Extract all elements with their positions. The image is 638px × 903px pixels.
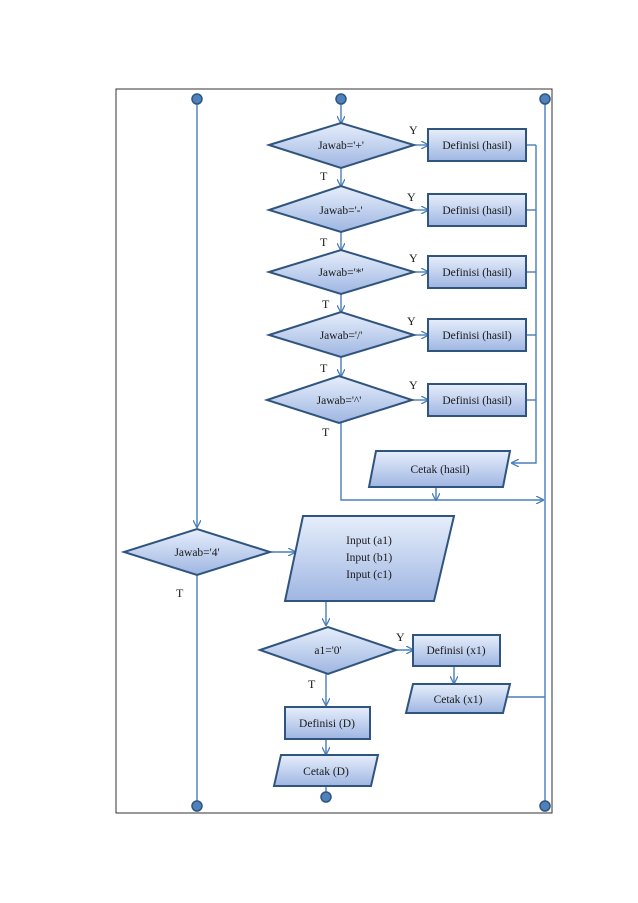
label-no-a1: T [308,677,316,691]
io-cetak-x1-label: Cetak (x1) [434,694,483,706]
label-yes-5: Y [409,378,418,392]
diagram-frame [115,88,553,814]
label-yes-4: Y [407,314,416,328]
node-center-bottom [320,791,332,803]
process-definisi-x1: Definisi (x1) [412,634,501,667]
decision-jawab-four: Jawab='4' [120,527,274,577]
node-right-top [539,93,551,105]
label-no-4: T [320,361,328,375]
decision-jawab-minus-label: Jawab='-' [319,205,362,217]
decision-jawab-divide: Jawab='/' [265,310,418,359]
decision-jawab-multiply: Jawab='*' [265,248,418,296]
process-definisi-d-label: Definisi (D) [299,718,355,730]
connector-collector [512,145,537,463]
decision-jawab-four-label: Jawab='4' [174,547,219,559]
decision-jawab-power: Jawab='^' [263,374,416,425]
node-left-top [191,93,203,105]
label-yes-3: Y [409,251,418,265]
connector-t-last [340,423,543,500]
label-yes-1: Y [409,123,418,137]
label-yes-a1: Y [396,630,405,644]
node-left-bottom [191,800,203,812]
node-right-bottom [539,800,551,812]
process-definisi-hasil-3-label: Definisi (hasil) [442,267,511,279]
process-definisi-hasil-2-label: Definisi (hasil) [442,205,511,217]
process-definisi-hasil-1-label: Definisi (hasil) [442,140,511,152]
process-definisi-d: Definisi (D) [284,706,371,740]
process-definisi-hasil-4: Definisi (hasil) [427,318,527,352]
io-cetak-hasil: Cetak (hasil) [367,450,512,488]
decision-jawab-multiply-label: Jawab='*' [318,267,363,279]
node-center-top [335,93,347,105]
io-cetak-x1: Cetak (x1) [404,683,512,714]
process-definisi-hasil-3: Definisi (hasil) [427,255,527,289]
decision-a1-zero: a1='0' [256,625,400,676]
decision-a1-zero-label: a1='0' [314,645,341,657]
io-input-b1: Input (b1) [346,552,392,564]
process-definisi-hasil-1: Definisi (hasil) [427,128,527,162]
decision-jawab-divide-label: Jawab='/' [320,330,363,342]
process-definisi-x1-label: Definisi (x1) [426,645,485,657]
io-cetak-d-label: Cetak (D) [303,766,349,778]
io-cetak-hasil-label: Cetak (hasil) [410,464,469,476]
process-definisi-hasil-5-label: Definisi (hasil) [442,395,511,407]
io-input-a1: Input (a1) [346,535,392,547]
process-definisi-hasil-5: Definisi (hasil) [427,383,527,417]
label-no-3: T [322,297,330,311]
label-no-5: T [322,425,330,439]
io-input-abc: Input (a1) Input (b1) Input (c1) [283,515,456,602]
nodes [191,93,551,812]
io-input-c1: Input (c1) [346,569,392,581]
process-definisi-hasil-2: Definisi (hasil) [427,193,527,227]
process-definisi-hasil-4-label: Definisi (hasil) [442,330,511,342]
decision-jawab-minus: Jawab='-' [265,184,418,234]
label-no-four: T [176,586,184,600]
io-cetak-d: Cetak (D) [272,754,380,787]
decision-jawab-plus-label: Jawab='+' [318,140,364,152]
label-no-1: T [320,169,328,183]
label-no-2: T [320,235,328,249]
decision-jawab-power-label: Jawab='^' [317,395,362,407]
branch-labels: Y Y Y Y Y Y T T T T T T T [176,123,418,691]
decision-jawab-plus: Jawab='+' [265,121,418,170]
label-yes-2: Y [407,190,416,204]
